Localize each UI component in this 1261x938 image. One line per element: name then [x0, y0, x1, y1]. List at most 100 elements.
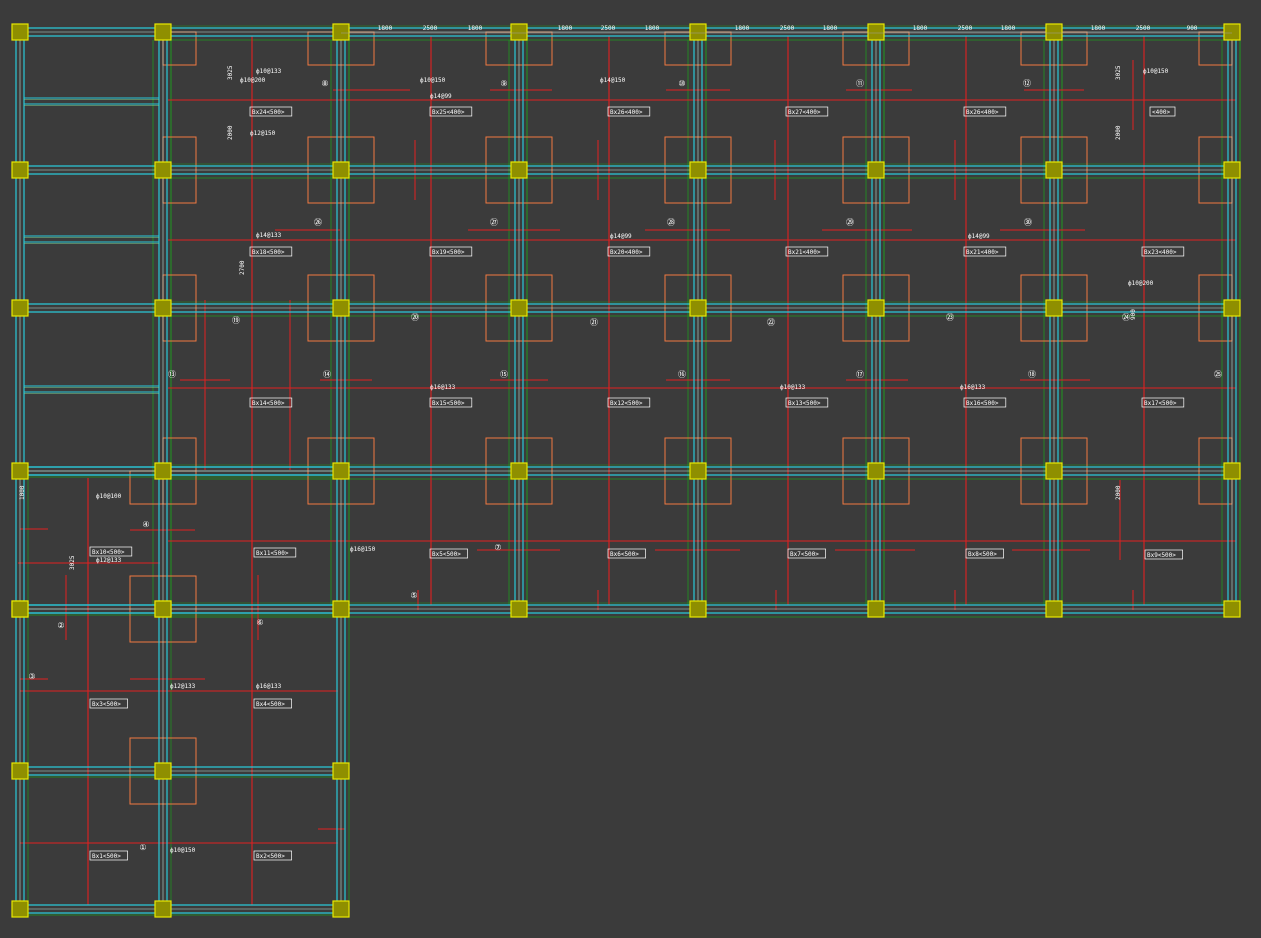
column [1223, 161, 1241, 179]
circled-number: ⑭ [323, 370, 331, 379]
circled-number: ⑩ [678, 79, 685, 88]
beam-label: Bx15<500> [432, 400, 465, 407]
dimension-label: 2500 [958, 25, 973, 32]
beam-label-box [607, 106, 651, 117]
beam-label: Bx2<500> [256, 853, 285, 860]
circled-number: ⑮ [500, 370, 508, 379]
column [1223, 462, 1241, 480]
rebar-note: ф14@99 [430, 93, 452, 100]
column [11, 762, 29, 780]
column [510, 299, 528, 317]
beam-label-box [253, 850, 292, 861]
column [11, 23, 29, 41]
rebar-note: ф14@133 [256, 232, 282, 239]
dimension-label: 1800 [913, 25, 928, 32]
column [867, 462, 885, 480]
rebar-note: ф10@100 [96, 493, 122, 500]
column [1045, 462, 1063, 480]
column [154, 23, 172, 41]
rebar-note: ф10@150 [420, 77, 446, 84]
beam-label: Bx17<500> [1144, 400, 1177, 407]
rebar-note: ф14@99 [610, 233, 632, 240]
beam-label: Bx9<500> [1147, 552, 1176, 559]
column [689, 600, 707, 618]
beam-label: Bx19<500> [432, 249, 465, 256]
beam-label: Bx20<400> [610, 249, 643, 256]
column [332, 762, 350, 780]
dimension-label: 2500 [780, 25, 795, 32]
column [510, 462, 528, 480]
circled-number: ㉚ [1024, 218, 1032, 227]
rebar-note: ф10@200 [240, 77, 266, 84]
circled-number: ㉕ [1214, 370, 1222, 379]
side-dimension: 2700 [239, 260, 246, 275]
circled-number: ⑥ [256, 618, 263, 627]
rebar-note: ф14@99 [968, 233, 990, 240]
column [154, 299, 172, 317]
beam-label: Bx7<500> [790, 551, 819, 558]
dimension-label: 2500 [601, 25, 616, 32]
beam-label: Bx16<500> [966, 400, 999, 407]
columns [11, 23, 1241, 918]
column [1223, 23, 1241, 41]
rebar-note: ф10@133 [780, 384, 806, 391]
rebar-note: ф16@133 [430, 384, 456, 391]
column [332, 600, 350, 618]
beam-label: Bx14<500> [252, 400, 285, 407]
beams [14, 27, 1240, 914]
beam-label-box [963, 246, 1007, 257]
beam-label: Bx5<500> [432, 551, 461, 558]
beam-label-box [89, 546, 133, 557]
column [154, 900, 172, 918]
circled-number: ⑰ [856, 370, 864, 379]
column [510, 161, 528, 179]
column [867, 23, 885, 41]
beam-label-box [963, 106, 1007, 117]
beam-label-box [253, 698, 292, 709]
circled-number: ㉖ [314, 218, 322, 227]
dimension-label: 900 [1187, 25, 1198, 32]
beam-label-box [249, 106, 293, 117]
side-dimension: 2000 [1115, 125, 1122, 140]
column [1045, 600, 1063, 618]
beam-label-box [1141, 397, 1185, 408]
circled-number: ⑳ [411, 313, 419, 322]
beam-label: Bx11<500> [256, 550, 289, 557]
column [154, 600, 172, 618]
beam-label: Bx27<400> [788, 109, 821, 116]
column [11, 161, 29, 179]
column [867, 299, 885, 317]
circled-number: ㉒ [767, 318, 775, 327]
dimension-label: 1800 [645, 25, 660, 32]
column [332, 299, 350, 317]
column [332, 23, 350, 41]
beam-label-box [785, 106, 829, 117]
column [1223, 299, 1241, 317]
circled-number: ⑪ [856, 79, 864, 88]
footings [129, 31, 1233, 805]
rebar-note: ф16@150 [350, 546, 376, 553]
rebar-note: ф14@150 [600, 77, 626, 84]
beam-label-box [965, 548, 1004, 559]
column [510, 600, 528, 618]
rebar-note: ф10@150 [170, 847, 196, 854]
rebar-note: ф12@133 [170, 683, 196, 690]
circled-number: ⑲ [232, 316, 240, 325]
column [689, 299, 707, 317]
beam-label: Bx26<400> [966, 109, 999, 116]
beam-label-box [429, 397, 473, 408]
column [1045, 299, 1063, 317]
side-dimension: 900 [1130, 309, 1137, 320]
rebar-note: ф10@133 [256, 68, 282, 75]
circled-number: ㉗ [490, 218, 498, 227]
side-dimension: 3025 [227, 65, 234, 80]
circled-number: ⑫ [1023, 79, 1031, 88]
side-dimension: 3025 [1115, 65, 1122, 80]
column [1045, 23, 1063, 41]
column [154, 462, 172, 480]
beam-label: Bx10<500> [92, 549, 125, 556]
beam-label: Bx3<500> [92, 701, 121, 708]
dimension-label: 1800 [558, 25, 573, 32]
